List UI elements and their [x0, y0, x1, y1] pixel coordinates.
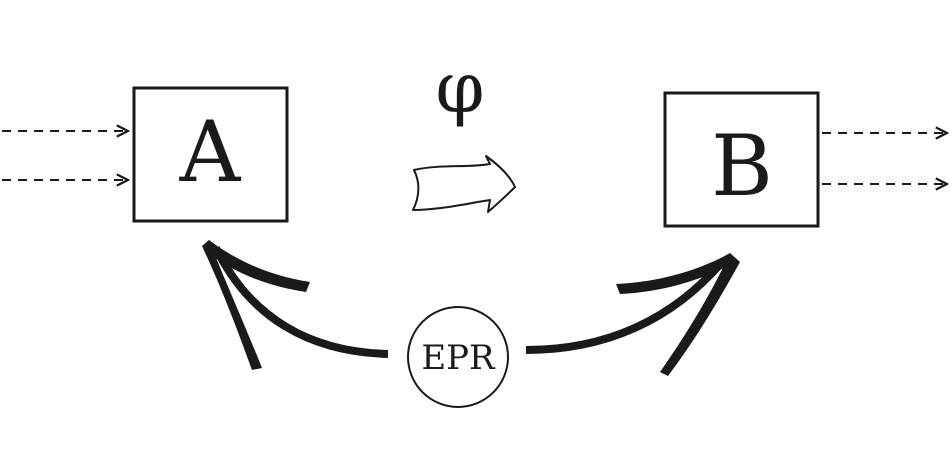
box-b: B [663, 91, 820, 228]
epr-label: EPR [421, 338, 496, 378]
box-a-label: A [179, 103, 242, 201]
box-a: A [132, 86, 289, 223]
epr-to-b-arrow [525, 253, 740, 376]
phi-label: φ [435, 47, 484, 129]
box-b-label: B [711, 117, 773, 215]
epr-source: EPR [407, 306, 509, 408]
classical-transfer-arrow-icon [412, 155, 516, 213]
epr-to-a-arrow [202, 240, 389, 370]
